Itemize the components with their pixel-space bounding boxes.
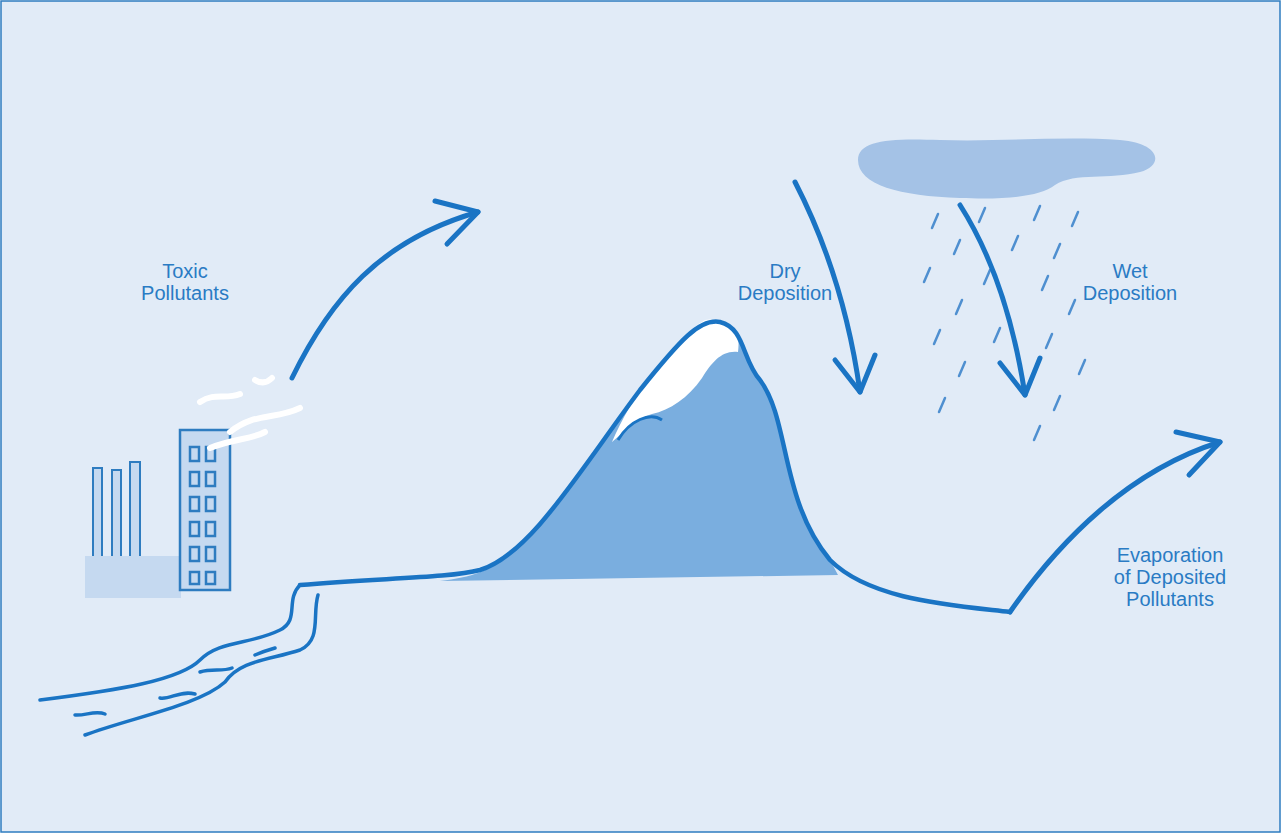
process-label: Evaporation of Deposited Pollutants	[1110, 544, 1230, 610]
flow-arrows	[292, 182, 1220, 612]
smoke	[200, 378, 300, 448]
factory	[85, 430, 230, 598]
mountain-outline	[300, 322, 1010, 612]
process-label: Wet Deposition	[1075, 260, 1185, 304]
rain	[924, 206, 1085, 440]
cloud	[858, 139, 1155, 199]
snow-line	[618, 417, 662, 440]
process-label: Toxic Pollutants	[130, 260, 240, 304]
process-label: Dry Deposition	[730, 260, 840, 304]
river	[40, 585, 318, 735]
mountain-fill	[440, 322, 838, 581]
snow-cap	[612, 319, 739, 442]
